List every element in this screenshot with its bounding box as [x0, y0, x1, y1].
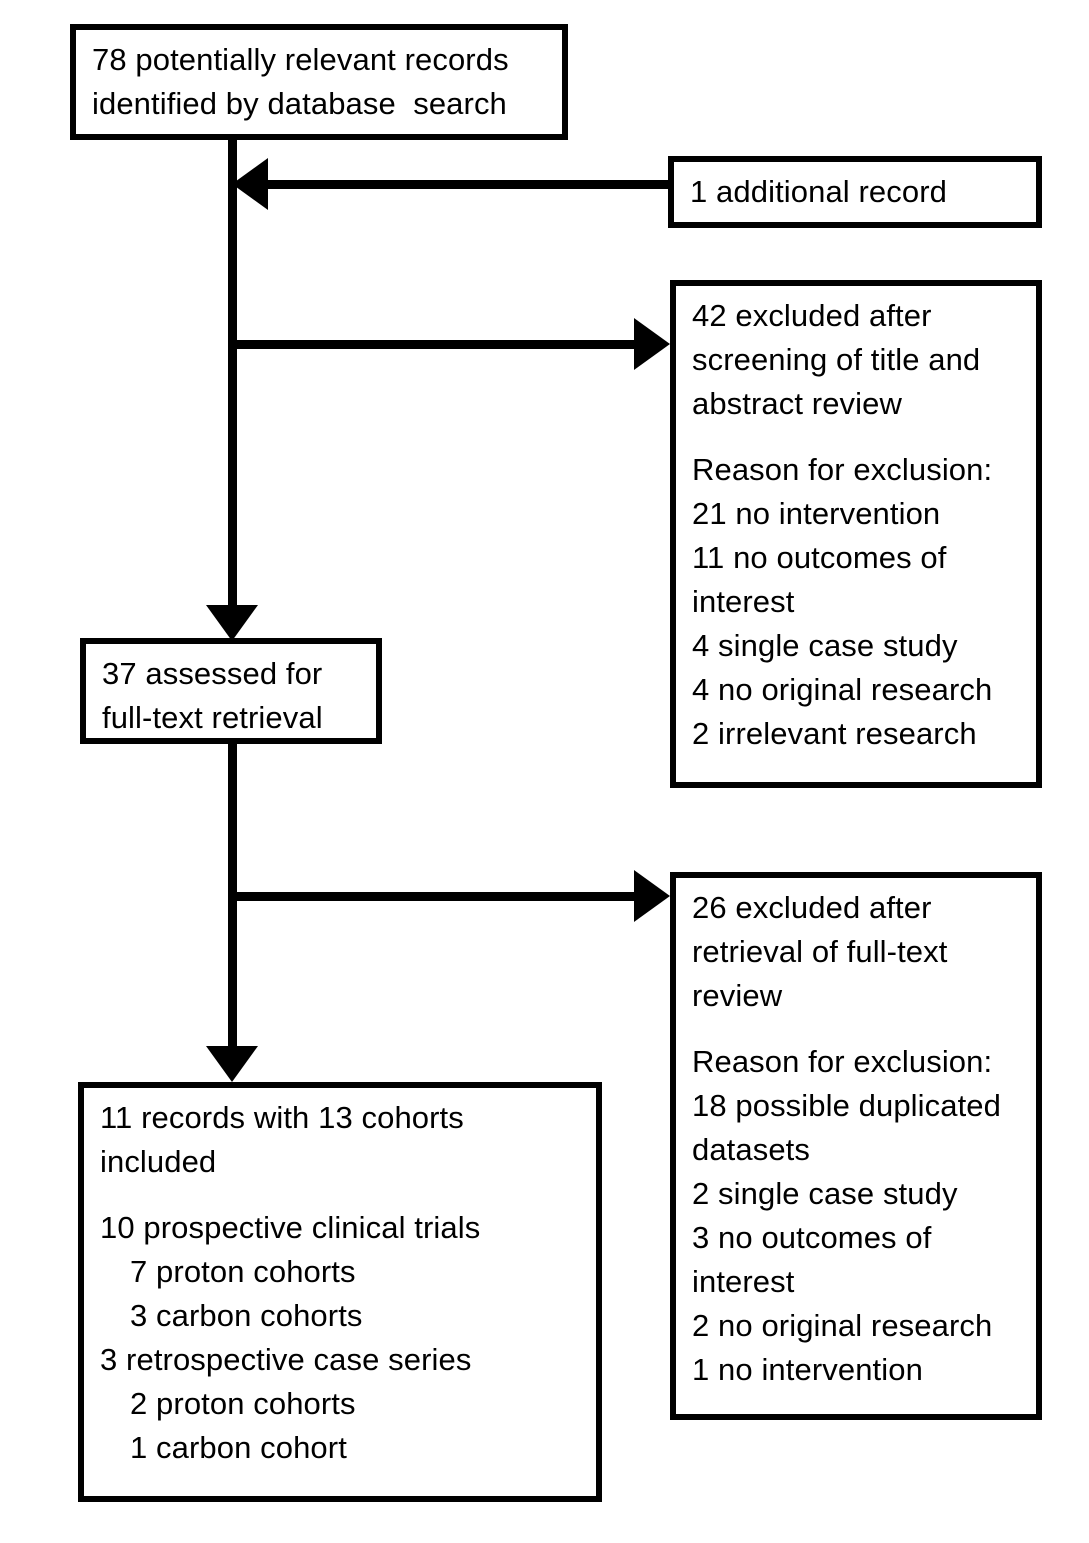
text-line: 3 no outcomes of	[692, 1220, 932, 1256]
text-line: datasets	[692, 1132, 810, 1168]
text-line: 2 single case study	[692, 1176, 958, 1212]
text-line: 11 no outcomes of	[692, 540, 947, 576]
text-line: abstract review	[692, 386, 902, 422]
text-line: included	[100, 1144, 217, 1180]
text-line: 26 excluded after	[692, 890, 932, 925]
text-line: Reason for exclusion:	[692, 452, 993, 488]
arrow-down-icon-to-assessed	[206, 605, 258, 641]
arrow-right-icon-to-excluded-fulltext	[634, 870, 670, 922]
text-line: 7 proton cohorts	[130, 1254, 356, 1290]
text-line	[100, 1184, 584, 1206]
text-line: interest	[692, 1264, 795, 1300]
text-line: 2 proton cohorts	[130, 1386, 356, 1422]
text-line: 21 no intervention	[692, 496, 941, 532]
text-line: 1 additional record	[690, 174, 947, 209]
text-line: 3 retrospective case series	[100, 1342, 472, 1378]
connector-spine-to-excluded-fulltext	[232, 892, 636, 901]
text-line: 2 no original research	[692, 1308, 993, 1344]
connector-additional-to-spine	[268, 180, 670, 189]
text-line: 10 prospective clinical trials	[100, 1210, 481, 1246]
text-line	[692, 426, 1024, 448]
text-line: 3 carbon cohorts	[130, 1298, 363, 1334]
text-line: interest	[692, 584, 795, 620]
text-line: 18 possible duplicated	[692, 1088, 1001, 1124]
text-line: 78 potentially relevant records	[92, 42, 509, 77]
assessed-full-text-box: 37 assessed for full-text retrieval	[80, 638, 382, 744]
arrow-right-icon-to-excluded-screening	[634, 318, 670, 370]
connector-identified-vertical-spine	[228, 130, 237, 611]
text-line: 2 irrelevant research	[692, 716, 977, 752]
arrow-down-icon-to-included	[206, 1046, 258, 1082]
text-line: 1 no intervention	[692, 1352, 923, 1388]
text-line: 4 no original research	[692, 672, 993, 708]
text-line: 42 excluded after	[692, 298, 932, 333]
text-line: 11 records with 13 cohorts	[100, 1100, 464, 1135]
connector-spine-to-excluded-screening	[232, 340, 636, 349]
text-line: 37 assessed for	[102, 656, 323, 691]
text-line: identified by database search	[92, 86, 507, 122]
identified-records-box: 78 potentially relevant records identifie…	[70, 24, 568, 141]
arrow-left-icon-from-additional	[232, 158, 268, 210]
text-line: retrieval of full-text	[692, 934, 948, 970]
text-line: review	[692, 978, 783, 1014]
excluded-after-fulltext-box: 26 excluded after retrieval of full-text r…	[670, 872, 1042, 1420]
additional-record-box: 1 additional record	[668, 156, 1042, 229]
text-line	[692, 1018, 1024, 1040]
text-line: Reason for exclusion:	[692, 1044, 993, 1080]
text-line: 1 carbon cohort	[130, 1430, 347, 1466]
text-line: screening of title and	[692, 342, 981, 378]
text-line: full-text retrieval	[102, 700, 323, 736]
text-line: 4 single case study	[692, 628, 958, 664]
included-records-box: 11 records with 13 cohorts included 10 pro…	[78, 1082, 602, 1502]
excluded-after-screening-box: 42 excluded after screening of title and a…	[670, 280, 1042, 788]
